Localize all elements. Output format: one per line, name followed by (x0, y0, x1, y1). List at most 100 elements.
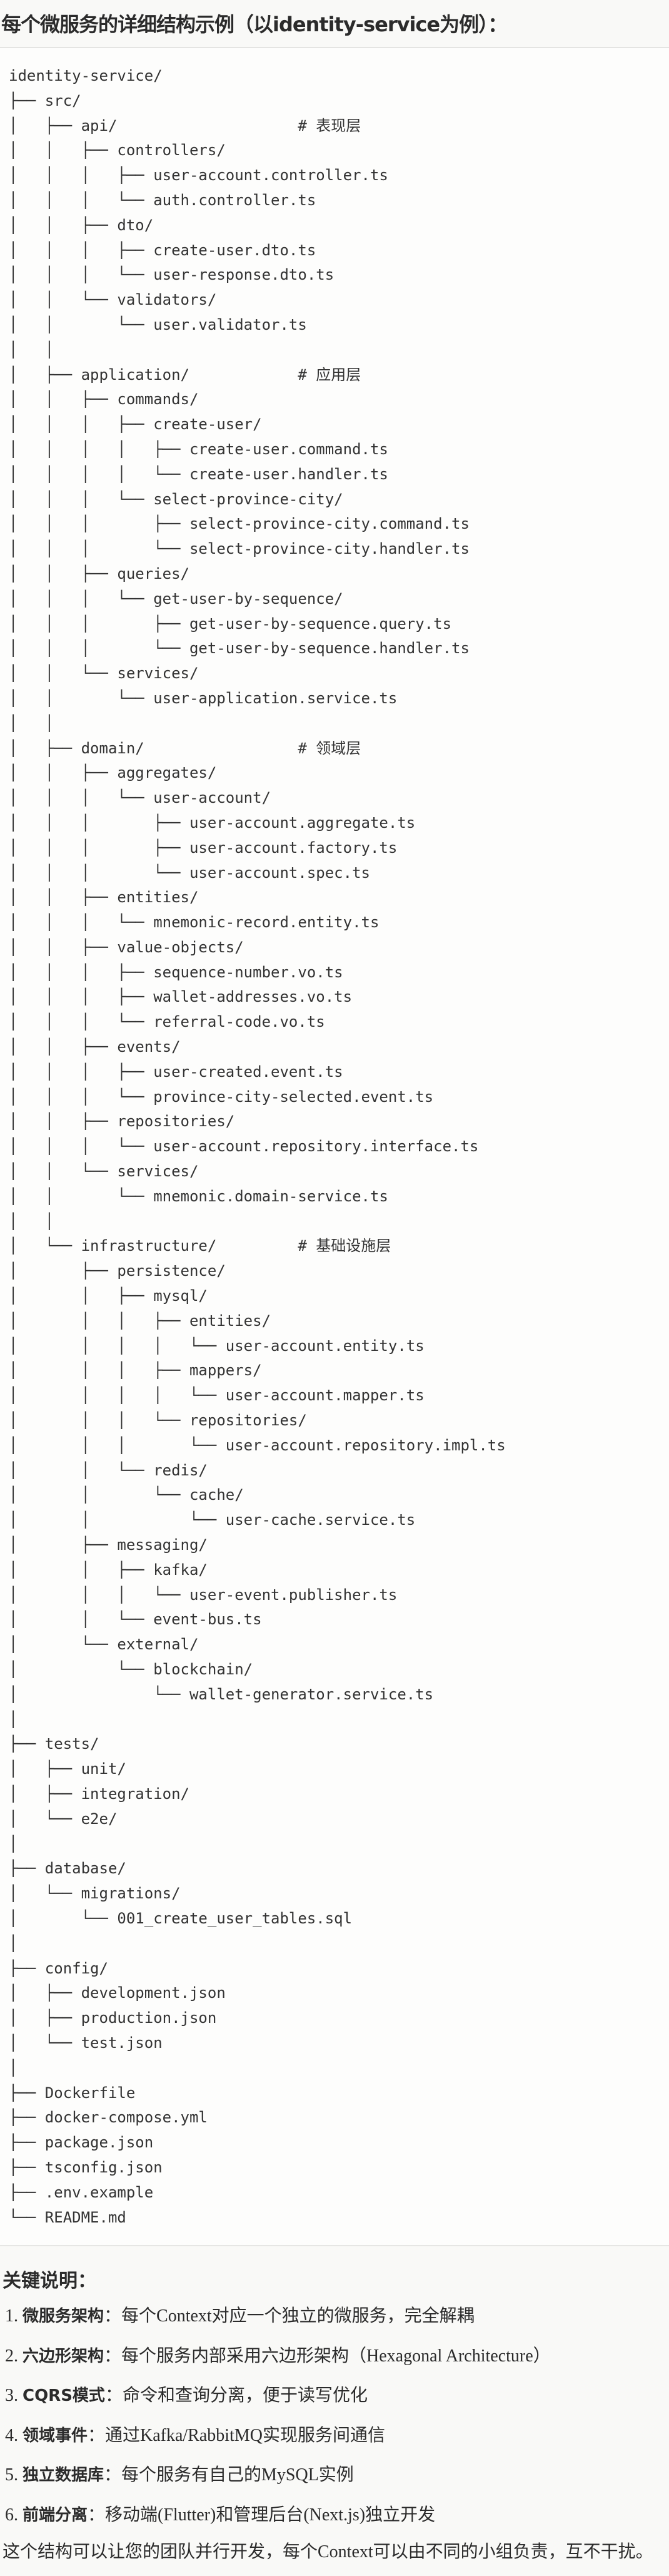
note-description: ：每个服务有自己的MySQL实例 (104, 2465, 354, 2485)
tree-line: │ └── test.json (9, 2034, 163, 2052)
tree-line: │ │ │ └── user-response.dto.ts (9, 266, 334, 284)
tree-line: │ └── wallet-generator.service.ts (9, 1685, 434, 1703)
tree-line: │ │ └── mnemonic.domain-service.ts (9, 1187, 388, 1205)
tree-line: │ │ │ ├── create-user.dto.ts (9, 241, 316, 259)
tree-line: │ │ ├── repositories/ (9, 1112, 235, 1131)
tree-line: │ │ │ └── get-user-by-sequence/ (9, 589, 343, 608)
tree-line: │ │ │ ├── user-account.factory.ts (9, 838, 398, 857)
tree-line: ├── tsconfig.json (9, 2158, 163, 2176)
tree-line: │ │ │ └── referral-code.vo.ts (9, 1013, 325, 1031)
tree-line: │ │ │ ├── select-province-city.command.t… (9, 515, 470, 533)
tree-line: │ │ │ ├── get-user-by-sequence.query.ts (9, 614, 452, 633)
tree-line: │ └── 001_create_user_tables.sql (9, 1909, 353, 1927)
note-term: 独立数据库 (23, 2466, 104, 2485)
note-item: 2. 六边形架构：每个服务内部采用六边形架构（Hexagonal Archite… (3, 2344, 669, 2384)
tree-line: │ │ │ ├── create-user/ (9, 415, 262, 434)
tree-line: │ (9, 1835, 18, 1853)
note-term: 六边形架构 (23, 2346, 104, 2366)
tree-line: │ │ │ └── auth.controller.ts (9, 191, 316, 209)
note-item: 6. 前端分离：移动端(Flutter)和管理后台(Next.js)独立开发 (3, 2503, 669, 2543)
tree-line: │ │ ├── commands/ (9, 390, 199, 409)
tree-line: │ ├── api/ # 表现层 (9, 116, 361, 135)
page-title: 每个微服务的详细结构示例（以identity-service为例）： (0, 0, 669, 48)
note-term: 前端分离 (23, 2505, 88, 2525)
tree-line: │ │ └── services/ (9, 1163, 199, 1181)
tree-line: │ │ │ └── select-province-city.handler.t… (9, 540, 470, 558)
note-number: 1. (5, 2306, 18, 2326)
tree-line: │ │ │ ├── user-created.event.ts (9, 1062, 343, 1081)
tree-line: │ │ │ │ └── user-account.mapper.ts (9, 1387, 425, 1405)
note-item: 5. 独立数据库：每个服务有自己的MySQL实例 (3, 2463, 669, 2503)
note-number: 5. (5, 2465, 18, 2485)
note-description: ：移动端(Flutter)和管理后台(Next.js)独立开发 (88, 2505, 436, 2525)
tree-line: │ └── infrastructure/ # 基础设施层 (9, 1237, 391, 1255)
note-item: 3. CQRS模式：命令和查询分离，便于读写优化 (3, 2383, 669, 2423)
tree-line: │ ├── application/ # 应用层 (9, 365, 361, 384)
tree-line: │ (9, 1934, 18, 1952)
tree-line: │ │ └── user-application.service.ts (9, 689, 398, 707)
note-description: ：每个服务内部采用六边形架构（Hexagonal Architecture） (104, 2346, 551, 2366)
tree-line: │ (9, 2059, 18, 2077)
notes-summary: 这个结构可以让您的团队并行开发，每个Context可以由不同的小组负责，互不干扰… (3, 2542, 653, 2562)
tree-line: │ │ │ ├── user-account.controller.ts (9, 166, 388, 185)
note-item: 1. 微服务架构：每个Context对应一个独立的微服务，完全解耦 (3, 2304, 669, 2344)
tree-line: │ │ │ └── repositories/ (9, 1412, 307, 1430)
note-number: 2. (5, 2346, 18, 2366)
tree-line: │ │ │ │ └── user-account.entity.ts (9, 1336, 425, 1355)
tree-line: │ │ ├── kafka/ (9, 1560, 208, 1579)
note-description: ：通过Kafka/RabbitMQ实现服务间通信 (88, 2425, 385, 2445)
tree-line: │ │ │ └── mnemonic-record.entity.ts (9, 914, 380, 932)
tree-line: │ │ ├── events/ (9, 1038, 181, 1056)
tree-line: identity-service/ (9, 67, 163, 84)
tree-line: │ │ │ └── user-account.repository.impl.t… (9, 1436, 506, 1454)
tree-line: │ ├── integration/ (9, 1784, 189, 1803)
tree-line: ├── Dockerfile (9, 2084, 136, 2102)
tree-line: │ │ │ ├── user-account.aggregate.ts (9, 813, 416, 832)
directory-tree-code-block: identity-service/ ├── src/ │ ├── api/ # 表现… (0, 48, 669, 2246)
tree-line: │ │ (9, 1212, 54, 1230)
note-term: 微服务架构 (23, 2307, 104, 2326)
tree-line: │ │ └── user-cache.service.ts (9, 1511, 416, 1529)
tree-line: │ │ └── redis/ (9, 1461, 208, 1479)
tree-line: │ │ └── cache/ (9, 1486, 244, 1504)
tree-line: │ │ ├── queries/ (9, 564, 189, 583)
tree-line: │ │ └── services/ (9, 664, 199, 683)
tree-line: │ │ ├── controllers/ (9, 141, 226, 160)
tree-line: │ ├── persistence/ (9, 1262, 226, 1280)
tree-line: │ │ ├── mysql/ (9, 1287, 208, 1305)
tree-line: │ │ (9, 340, 54, 359)
tree-line: │ ├── domain/ # 领域层 (9, 739, 361, 757)
tree-line: ├── src/ (9, 91, 81, 109)
tree-line: │ │ │ ├── entities/ (9, 1311, 271, 1330)
tree-line: │ │ │ └── user-event.publisher.ts (9, 1586, 398, 1604)
tree-line: │ │ │ └── province-city-selected.event.t… (9, 1087, 434, 1106)
note-item: 4. 领域事件：通过Kafka/RabbitMQ实现服务间通信 (3, 2423, 669, 2463)
tree-line: │ │ │ ├── wallet-addresses.vo.ts (9, 988, 353, 1006)
tree-line: ├── config/ (9, 1959, 108, 1977)
tree-line: │ ├── unit/ (9, 1760, 126, 1778)
tree-line: │ │ │ ├── mappers/ (9, 1362, 262, 1380)
tree-line: │ │ │ │ ├── create-user.command.ts (9, 440, 388, 458)
tree-line: │ │ │ └── user-account/ (9, 789, 271, 807)
tree-line: │ │ ├── dto/ (9, 216, 154, 234)
tree-line: │ ├── messaging/ (9, 1536, 208, 1554)
tree-line: │ │ ├── entities/ (9, 888, 199, 907)
tree-line: │ (9, 1710, 18, 1728)
tree-line: └── README.md (9, 2208, 126, 2226)
tree-line: │ │ │ │ └── create-user.handler.ts (9, 465, 388, 483)
tree-line: │ │ │ └── get-user-by-sequence.handler.t… (9, 639, 470, 658)
tree-line: ├── docker-compose.yml (9, 2109, 208, 2127)
note-description: ：每个Context对应一个独立的微服务，完全解耦 (104, 2306, 475, 2326)
tree-line: │ │ │ └── user-account.spec.ts (9, 863, 370, 882)
tree-line: │ │ ├── value-objects/ (9, 938, 244, 956)
tree-line: │ │ │ └── select-province-city/ (9, 490, 343, 508)
tree-line: │ │ │ └── user-account.repository.interf… (9, 1138, 479, 1156)
tree-line: │ └── external/ (9, 1636, 199, 1654)
note-term: CQRS模式 (23, 2386, 105, 2405)
tree-line: │ └── blockchain/ (9, 1661, 253, 1678)
notes-heading: 关键说明： (3, 2270, 96, 2292)
tree-line: │ ├── production.json (9, 2009, 217, 2027)
note-number: 6. (5, 2505, 18, 2525)
